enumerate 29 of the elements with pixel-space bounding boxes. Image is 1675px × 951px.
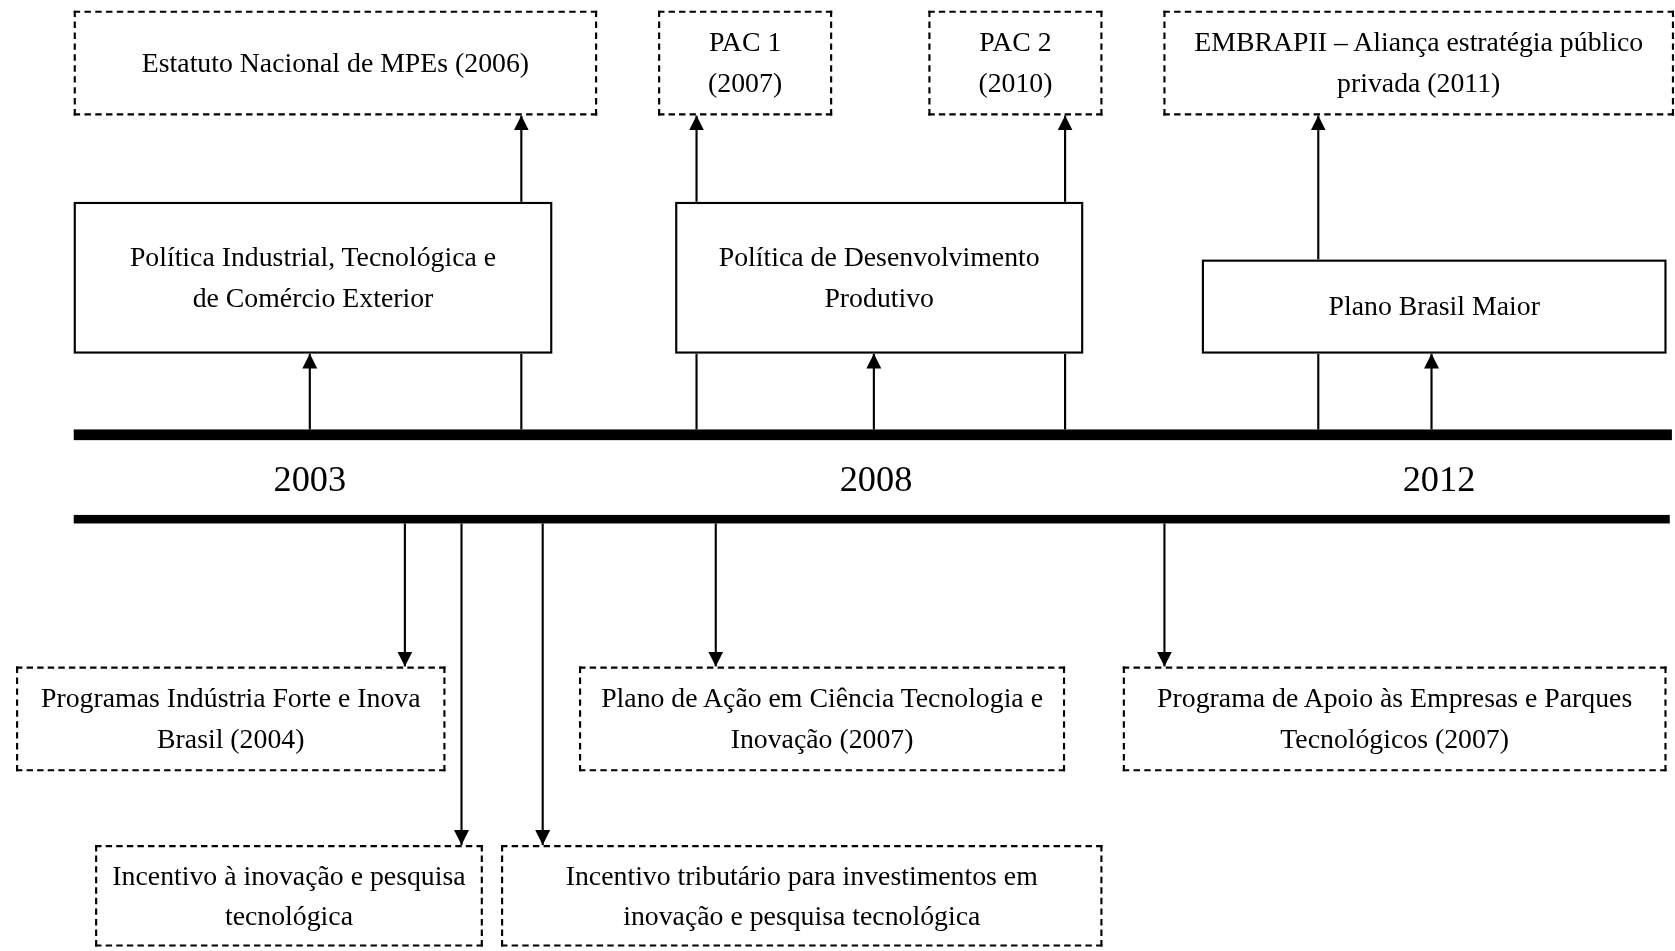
arrow (454, 523, 469, 846)
arrow (708, 523, 724, 667)
program-box: Programa de Apoio às Empresas e Parques Tecnológicos (2007) (1122, 666, 1667, 772)
program-box: Incentivo tributário para investimentos em inovação e pesquisa tecnológica (501, 845, 1103, 947)
arrow (1156, 523, 1172, 667)
program-box: Plano de Ação em Ciência Tecnologia e Inovação (2007) (579, 666, 1066, 772)
arrow (513, 115, 529, 202)
program-box: EMBRAPII – Aliança estratégia público privada (2011) (1163, 10, 1675, 116)
arrow (302, 353, 318, 430)
year-label: 2008 (839, 459, 913, 500)
timeline-bar (73, 429, 1672, 441)
program-box: Programas Indústria Forte e Inova Brasil (2004) (16, 666, 446, 772)
year-label: 2003 (273, 459, 347, 500)
timeline-bar (73, 514, 1670, 524)
program-box: Incentivo à inovação e pesquisa tecnológica (95, 845, 483, 947)
policy-box: Plano Brasil Maior (1201, 259, 1667, 354)
arrow (1057, 115, 1073, 202)
arrow (866, 353, 882, 430)
program-box: Estatuto Nacional de MPEs (2006) (73, 10, 598, 116)
arrow (1424, 353, 1439, 430)
arrow (397, 523, 413, 667)
arrow (535, 523, 551, 846)
arrow (1310, 115, 1326, 260)
year-label: 2012 (1402, 459, 1476, 500)
arrow (689, 115, 704, 202)
program-box: PAC 2 (2010) (928, 10, 1103, 116)
policy-box: Política de Desenvolvimento Produtivo (675, 201, 1084, 354)
policy-box: Política Industrial, Tecnológica e de Comércio Exterior (73, 201, 553, 354)
program-box: PAC 1 (2007) (658, 10, 833, 116)
